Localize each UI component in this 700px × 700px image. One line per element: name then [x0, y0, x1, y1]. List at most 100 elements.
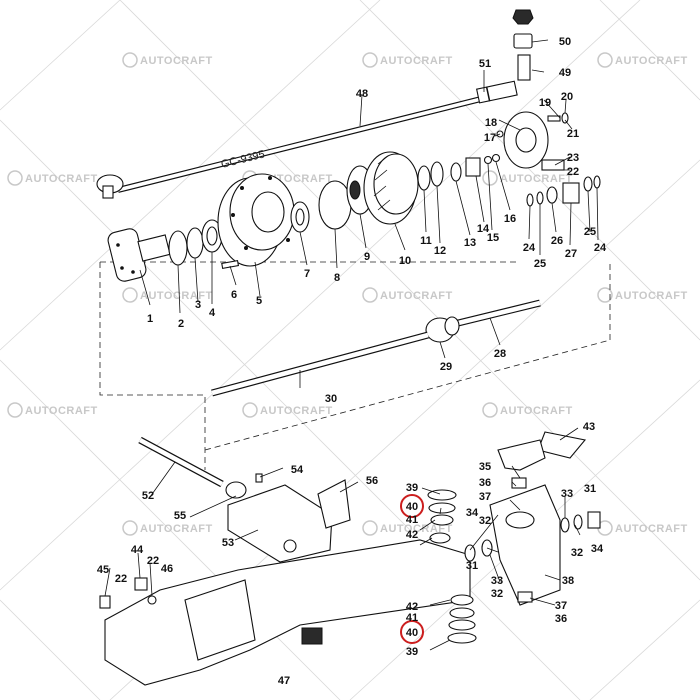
tie-rod-group: [96, 9, 534, 199]
part-number-43: 43: [583, 421, 595, 433]
watermark-text: AUTOCRAFT: [500, 173, 573, 185]
part-number-46: 46: [161, 563, 173, 575]
watermark-text: AUTOCRAFT: [25, 173, 98, 185]
part-number-47: 47: [278, 675, 290, 687]
seal-ring: [318, 180, 352, 230]
support-plate: [317, 479, 351, 529]
part-number-21: 21: [567, 128, 579, 140]
watermark-logo-icon: [122, 520, 138, 536]
part-number-39-upper: 39: [406, 482, 418, 494]
outer-bush: [573, 514, 583, 530]
circlip: [450, 162, 462, 182]
part-number-17: 17: [484, 132, 496, 144]
watermark-text: AUTOCRAFT: [260, 405, 333, 417]
part-number-41-lower: 41: [406, 612, 418, 624]
thrust-shim: [526, 193, 534, 207]
part-labels: 1 2 3 4 5 6 7 8 9 10 11 12 13 14 15 16 1…: [97, 36, 607, 687]
hub-parts: [107, 111, 601, 282]
part-number-8: 8: [334, 272, 340, 284]
part-number-48: 48: [356, 88, 368, 100]
part-number-24-right: 24: [594, 242, 607, 254]
spacer-ring: [186, 227, 204, 259]
part-number-22: 22: [567, 166, 579, 178]
part-number-12: 12: [434, 245, 446, 257]
watermark-logo-icon: [362, 287, 378, 303]
part-number-42-lower: 42: [406, 601, 418, 613]
watermark-logo-icon: [362, 520, 378, 536]
part-number-39-lower: 39: [406, 646, 418, 658]
differential-bowl: [184, 579, 256, 661]
part-number-37-lower: 37: [555, 600, 567, 612]
watermark-logo-icon: [597, 287, 613, 303]
retaining-ball: [483, 155, 493, 165]
watermark-logo-icon: [7, 402, 23, 418]
part-number-1: 1: [147, 313, 153, 325]
part-number-33-right: 33: [561, 488, 573, 500]
axle-housing-group: [99, 431, 601, 686]
kingpin-bearing: [430, 514, 454, 526]
leader-lines: [104, 39, 599, 651]
highlight-circle-lower: [400, 620, 424, 644]
watermark-logo-icon: [482, 170, 498, 186]
part-number-27: 27: [565, 248, 577, 260]
part-number-25: 25: [534, 258, 546, 270]
part-number-32-lower: 32: [491, 588, 503, 600]
outer-seal: [560, 517, 570, 533]
arm-bolt: [511, 477, 527, 489]
part-number-5: 5: [256, 295, 262, 307]
watermark-text: AUTOCRAFT: [140, 290, 213, 302]
part-number-50: 50: [559, 36, 571, 48]
tie-rod-clamp: [476, 86, 490, 104]
thrust-washer: [417, 165, 431, 191]
planet-washer: [546, 186, 558, 204]
watermark-text: AUTOCRAFT: [500, 405, 573, 417]
watermark-logo-icon: [122, 287, 138, 303]
watermark-logo-icon: [482, 402, 498, 418]
watermark-logo-icon: [597, 52, 613, 68]
highlight-circle-upper: [400, 494, 424, 518]
axle-seal: [464, 544, 476, 562]
part-number-13: 13: [464, 237, 476, 249]
pivot-bracket: [227, 484, 333, 563]
watermark-logo-icon: [362, 52, 378, 68]
part-number-54: 54: [291, 464, 304, 476]
outer-sleeve: [587, 511, 601, 529]
cover-bolt: [547, 115, 561, 122]
assembly-boundary-dashed: [99, 261, 611, 470]
planet-pin: [465, 157, 481, 177]
part-number-34-right: 34: [591, 543, 604, 555]
part-number-56: 56: [366, 475, 378, 487]
retaining-ball: [491, 153, 501, 163]
part-number-49: 49: [559, 67, 571, 79]
watermark-text: AUTOCRAFT: [140, 55, 213, 67]
lock-ring: [430, 161, 444, 187]
steering-knuckle: [489, 484, 561, 606]
part-number-22-left: 22: [115, 573, 127, 585]
pivot-bush: [225, 481, 247, 499]
kingpin-bearing-lower: [450, 594, 474, 606]
part-number-15: 15: [487, 232, 499, 244]
watermark-logo-icon: [122, 52, 138, 68]
thrust-shim: [536, 191, 544, 205]
watermark-text: AUTOCRAFT: [140, 523, 213, 535]
watermark-text: AUTOCRAFT: [615, 55, 688, 67]
dust-seal-lower-outer: [447, 632, 477, 644]
dust-seal-lower: [448, 619, 476, 631]
shim: [429, 532, 451, 544]
o-ring: [168, 230, 188, 266]
watermark-text: AUTOCRAFT: [380, 290, 453, 302]
part-number-40-lower: 40: [406, 627, 418, 639]
part-number-6: 6: [231, 289, 237, 301]
watermark-text: AUTOCRAFT: [380, 55, 453, 67]
part-number-9: 9: [364, 251, 370, 263]
flange-shaft: [137, 234, 171, 262]
part-number-38: 38: [562, 575, 574, 587]
part-number-23: 23: [567, 152, 579, 164]
planet-washer: [583, 176, 593, 192]
watermark-marks: AUTOCRAFT AUTOCRAFT AUTOCRAFT AUTOCRAFT …: [7, 52, 688, 536]
tie-rod-end-stud: [102, 185, 114, 199]
part-number-16: 16: [504, 213, 516, 225]
part-number-37-upper: 37: [479, 491, 491, 503]
part-number-28: 28: [494, 348, 506, 360]
part-number-14: 14: [477, 223, 490, 235]
